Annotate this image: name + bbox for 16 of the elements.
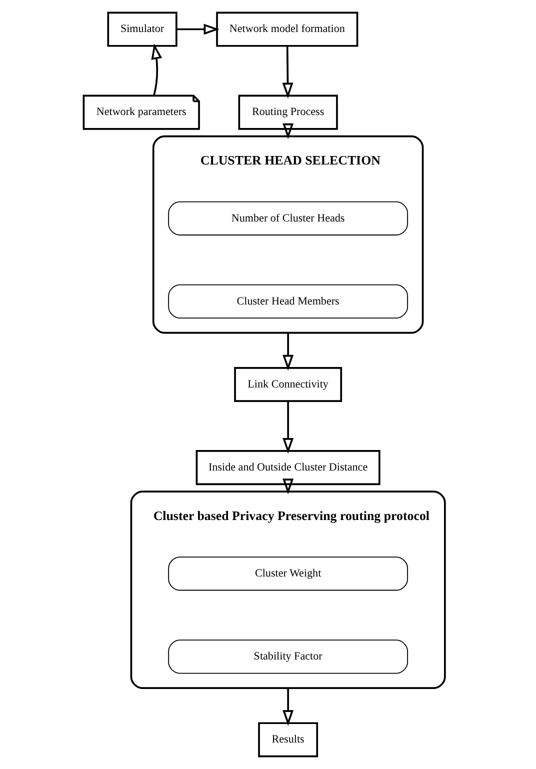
arrow [282, 332, 294, 371]
node-box: Results [258, 722, 318, 758]
node-box: Simulator [107, 12, 178, 47]
node-box: Network model formation [216, 12, 358, 47]
arrow [282, 401, 294, 454]
arrow [282, 688, 294, 726]
node-box: Cluster Weight [168, 556, 408, 591]
arrow [176, 24, 220, 35]
arrow [282, 123, 294, 140]
arrow [151, 43, 162, 96]
node-box: Cluster Head Members [168, 284, 408, 319]
arrow [282, 478, 294, 494]
node-box: Number of Cluster Heads [168, 201, 408, 236]
node-box: Link Connectivity [234, 366, 342, 402]
arrow [282, 46, 294, 98]
node-box: Stability Factor [168, 640, 408, 674]
